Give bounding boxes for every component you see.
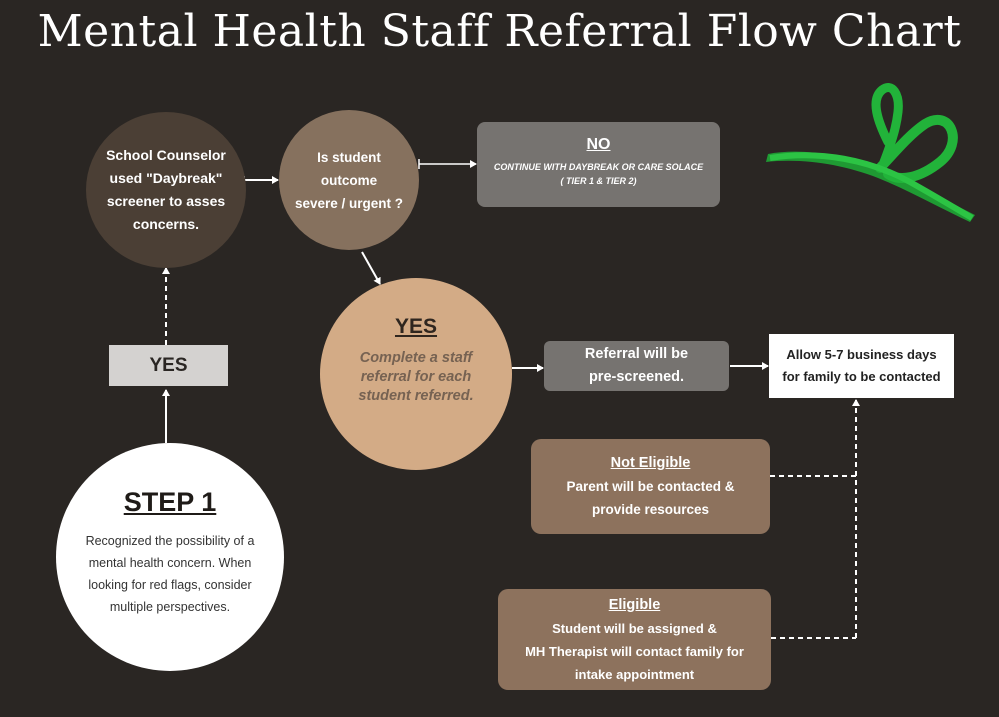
yes-branch-node: YES Complete a staff referral for each s…	[320, 278, 512, 470]
yes-heading: YES	[394, 314, 438, 338]
school-counselor-node: School Counselor used "Daybreak" screene…	[86, 112, 246, 268]
allow-line-2: for family to be contacted	[782, 369, 941, 384]
counselor-line-4: concerns.	[132, 216, 200, 232]
no-heading: NO	[586, 135, 611, 153]
counselor-line-1: School Counselor	[106, 147, 226, 163]
page-title: Mental Health Staff Referral Flow Chart	[37, 6, 962, 57]
outcome-line-2: outcome	[320, 172, 378, 188]
eligible-line-2: MH Therapist will contact family for	[525, 643, 744, 659]
yes-label-box: YES	[109, 345, 228, 386]
not-eligible-line-2: provide resources	[591, 502, 710, 517]
outcome-decision-node: Is student outcome severe / urgent ?	[279, 110, 419, 250]
eligible-line-3: intake appointment	[574, 666, 695, 682]
allow-days-box: Allow 5-7 business days for family to be…	[769, 334, 954, 398]
step1-line-2: mental health concern. When	[88, 555, 252, 570]
green-ribbon-heart-icon	[766, 83, 975, 222]
referral-line-2: pre-screened.	[588, 369, 685, 385]
step1-line-4: multiple perspectives.	[109, 599, 231, 614]
yes-line-2: referral for each	[360, 368, 472, 385]
step1-node: STEP 1 Recognized the possibility of a m…	[56, 443, 284, 671]
not-eligible-box: Not Eligible Parent will be contacted & …	[531, 439, 770, 534]
not-eligible-line-1: Parent will be contacted &	[566, 479, 735, 494]
no-branch-box: NO CONTINUE WITH DAYBREAK OR CARE SOLACE…	[477, 122, 720, 207]
eligible-heading: Eligible	[608, 596, 661, 613]
counselor-line-2: used "Daybreak"	[109, 170, 223, 186]
allow-line-1: Allow 5-7 business days	[786, 347, 937, 362]
outcome-line-3: severe / urgent ?	[294, 195, 404, 211]
yes-line-3: student referred.	[358, 387, 474, 404]
referral-box: Referral will be pre-screened.	[544, 341, 729, 391]
outcome-line-1: Is student	[317, 149, 381, 165]
referral-line-1: Referral will be	[584, 346, 689, 362]
step1-line-3: looking for red flags, consider	[88, 577, 252, 592]
no-line-1: CONTINUE WITH DAYBREAK OR CARE SOLACE	[493, 161, 704, 172]
eligible-box: Eligible Student will be assigned & MH T…	[498, 589, 771, 690]
no-line-2: ( TIER 1 & TIER 2)	[560, 175, 637, 186]
arrow-outcome-to-yes	[361, 251, 381, 285]
eligible-line-1: Student will be assigned &	[552, 620, 717, 636]
step1-line-1: Recognized the possibility of a	[85, 533, 255, 548]
step1-heading: STEP 1	[123, 486, 217, 517]
counselor-line-3: screener to asses	[106, 193, 226, 209]
not-eligible-heading: Not Eligible	[610, 455, 691, 471]
yes-line-1: Complete a staff	[359, 349, 473, 366]
